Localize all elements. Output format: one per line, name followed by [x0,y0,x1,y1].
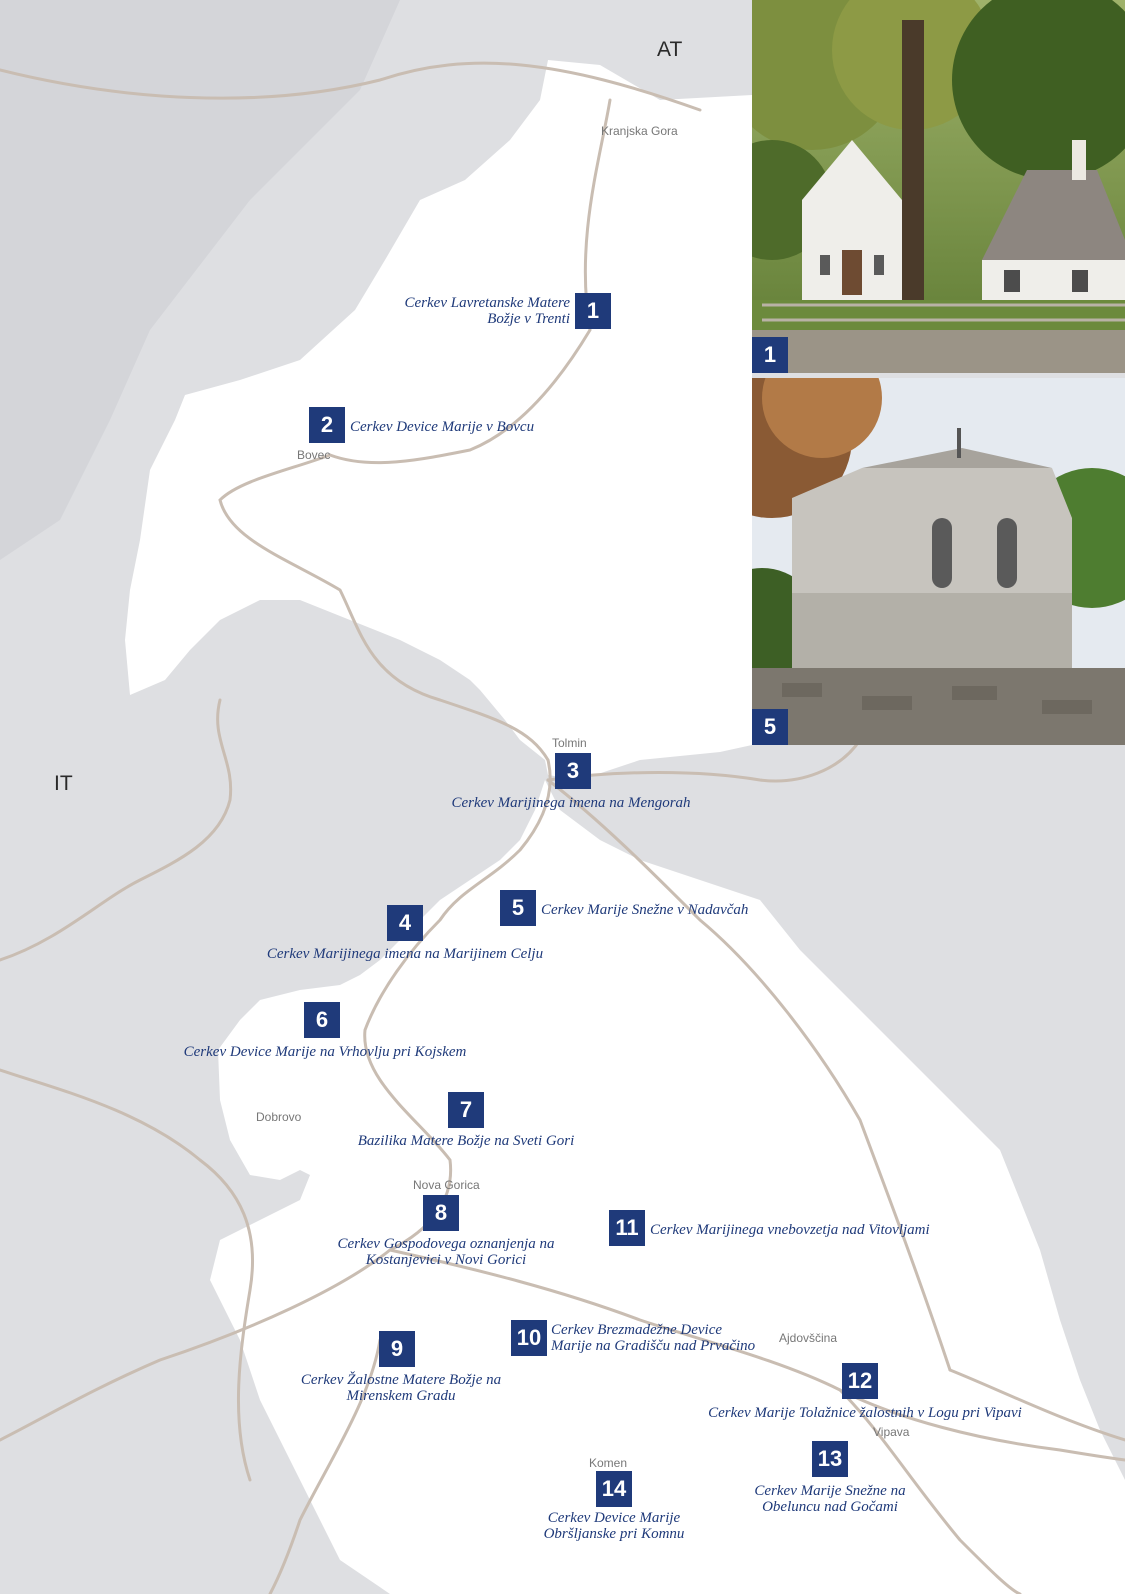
road [268,1338,382,1594]
town-label-ajdovscina: Ajdovščina [779,1331,838,1345]
church-photo-image [752,378,1125,745]
site-marker-13[interactable]: 13 [812,1441,848,1477]
site-marker-11[interactable]: 11 [609,1210,645,1246]
road [218,453,550,762]
site-marker-4[interactable]: 4 [387,905,423,941]
site-label-14: Cerkev Device Marije Obršljanske pri Kom… [543,1510,685,1542]
road [0,698,233,962]
church-photo-image [752,0,1125,373]
road [0,1068,255,1482]
road [0,1248,392,1442]
road [838,1388,1125,1462]
site-label-8: Cerkev Gospodovega oznanjenja na Kostanj… [337,1236,555,1268]
town-label-dobrovo: Dobrovo [256,1110,302,1124]
road [388,1248,1022,1594]
site-marker-14[interactable]: 14 [596,1471,632,1507]
site-marker-10[interactable]: 10 [511,1320,547,1356]
church-photo-5: 5 [752,378,1125,745]
town-label-kranjska-gora: Kranjska Gora [601,124,678,138]
church-photo-1: 1 [752,0,1125,373]
town-label-tolmin: Tolmin [552,736,587,750]
road-network [0,61,1125,1594]
site-label-5: Cerkev Marije Snežne v Nadavčah [541,902,749,918]
site-label-12: Cerkev Marije Tolažnice žalostnih v Logu… [708,1405,1022,1421]
site-label-2: Cerkev Device Marije v Bovcu [350,419,535,435]
town-label-vipava: Vipava [873,1425,910,1439]
slovenian-region-area [125,60,1125,1594]
town-label-komen: Komen [589,1456,628,1470]
site-label-4: Cerkev Marijinega imena na Marijinem Cel… [266,946,544,962]
road [0,61,702,112]
site-label-13: Cerkev Marije Snežne na Obeluncu nad Goč… [754,1483,906,1515]
road [948,1368,1125,1442]
town-label-bovec: Bovec [297,448,331,462]
site-marker-8[interactable]: 8 [423,1195,459,1231]
site-marker-5[interactable]: 5 [500,890,536,926]
road [546,738,862,783]
site-marker-3[interactable]: 3 [555,753,591,789]
photo-1-number-badge: 1 [752,337,788,373]
country-label-austria: AT [657,38,683,61]
country-label-italy: IT [54,772,73,795]
road [546,778,952,1372]
photo-5-number-badge: 5 [752,709,788,745]
site-label-7: Bazilika Matere Božje na Sveti Gori [357,1133,575,1149]
road [328,98,612,465]
site-marker-1[interactable]: 1 [575,293,611,329]
site-marker-2[interactable]: 2 [309,407,345,443]
site-label-6: Cerkev Device Marije na Vrhovlju pri Koj… [183,1044,467,1060]
site-label-3: Cerkev Marijinega imena na Mengorah [451,795,691,811]
town-label-nova-gorica: Nova Gorica [413,1178,480,1192]
site-label-11: Cerkev Marijinega vnebovzetja nad Vitovl… [650,1222,930,1238]
road [363,758,552,1252]
site-label-1: Cerkev Lavretanske Matere Božje v Trenti [404,295,571,327]
site-marker-9[interactable]: 9 [379,1331,415,1367]
site-label-9: Cerkev Žalostne Matere Božje na Mirenske… [300,1372,502,1404]
site-marker-6[interactable]: 6 [304,1002,340,1038]
site-marker-12[interactable]: 12 [842,1363,878,1399]
site-label-10: Cerkev Brezmadežne Device Marije na Grad… [551,1322,756,1354]
site-marker-7[interactable]: 7 [448,1092,484,1128]
italy-darker-area [0,0,400,560]
